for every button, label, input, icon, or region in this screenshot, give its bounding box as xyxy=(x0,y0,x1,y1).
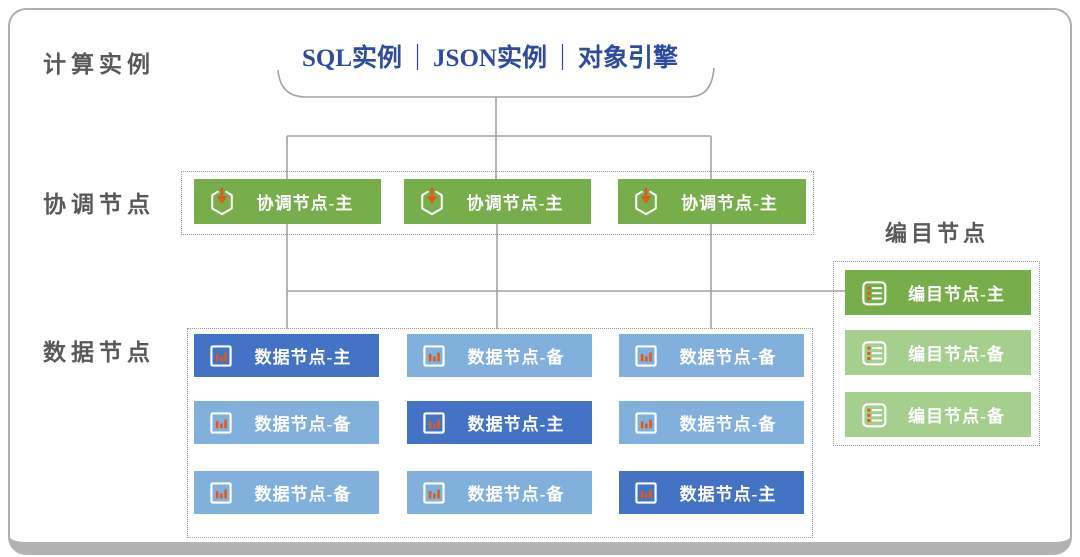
bar-chart-icon xyxy=(632,409,660,437)
coordinator-node: 协调节点-主 xyxy=(194,179,381,224)
node-label: 编目节点-主 xyxy=(908,285,1005,304)
compute-item-json: JSON实例 xyxy=(433,45,547,72)
data-node: 数据节点-备 xyxy=(194,471,379,514)
catalog-group: 编目节点-主 编目节点-备 编目节点-备 xyxy=(833,261,1040,446)
row-label-data: 数据节点 xyxy=(43,340,155,365)
list-icon xyxy=(858,277,890,309)
coordinator-group: 协调节点-主 协调节点-主 协调节点-主 xyxy=(181,171,814,235)
compute-item-object: 对象引擎 xyxy=(577,45,678,72)
list-icon xyxy=(858,399,890,431)
coordinator-node: 协调节点-主 xyxy=(618,179,806,224)
bar-chart-icon xyxy=(420,479,448,507)
package-import-icon xyxy=(631,187,661,217)
data-node: 数据节点-主 xyxy=(194,334,379,377)
node-label: 数据节点-备 xyxy=(254,485,352,504)
data-node: 数据节点-备 xyxy=(407,471,592,514)
node-label: 数据节点-主 xyxy=(467,415,565,434)
bar-chart-icon xyxy=(207,342,235,370)
data-node: 数据节点-备 xyxy=(619,334,804,377)
bar-chart-icon xyxy=(207,409,235,437)
node-label: 协调节点-主 xyxy=(466,194,564,213)
compute-instances-header: SQL实例 | JSON实例 | 对象引擎 xyxy=(255,38,725,74)
catalog-node: 编目节点-备 xyxy=(845,330,1031,375)
node-label: 编目节点-备 xyxy=(908,407,1005,426)
node-label: 数据节点-备 xyxy=(679,348,777,367)
bar-chart-icon xyxy=(632,342,660,370)
node-label: 数据节点-备 xyxy=(254,415,352,434)
node-label: 协调节点-主 xyxy=(256,194,354,213)
compute-item-sql: SQL实例 xyxy=(302,45,403,72)
list-icon xyxy=(858,337,890,369)
node-label: 数据节点-主 xyxy=(254,348,352,367)
data-node: 数据节点-备 xyxy=(194,401,379,444)
catalog-node: 编目节点-备 xyxy=(845,392,1031,437)
node-label: 数据节点-备 xyxy=(467,348,565,367)
bar-chart-icon xyxy=(632,479,660,507)
bar-chart-icon xyxy=(207,479,235,507)
data-node-group: 数据节点-主 数据节点-备 数据节点-备 数据节点-备 数据节点-主 数据节点-… xyxy=(187,328,813,538)
bar-chart-icon xyxy=(420,409,448,437)
bar-chart-icon xyxy=(420,342,448,370)
package-import-icon xyxy=(417,187,447,217)
node-label: 数据节点-备 xyxy=(467,485,565,504)
node-label: 数据节点-备 xyxy=(679,415,777,434)
row-label-coordinator: 协调节点 xyxy=(43,192,155,217)
row-label-compute: 计算实例 xyxy=(43,52,155,77)
node-label: 编目节点-备 xyxy=(908,345,1005,364)
data-node: 数据节点-主 xyxy=(407,401,592,444)
separator: | xyxy=(415,39,421,71)
catalog-node: 编目节点-主 xyxy=(845,270,1031,315)
data-node: 数据节点-备 xyxy=(619,401,804,444)
coordinator-node: 协调节点-主 xyxy=(404,179,591,224)
separator: | xyxy=(559,39,565,71)
catalog-section-title: 编目节点 xyxy=(884,221,989,246)
node-label: 协调节点-主 xyxy=(681,194,778,213)
package-import-icon xyxy=(207,187,237,217)
node-label: 数据节点-主 xyxy=(679,485,777,504)
data-node: 数据节点-备 xyxy=(407,334,592,377)
data-node: 数据节点-主 xyxy=(619,471,804,514)
